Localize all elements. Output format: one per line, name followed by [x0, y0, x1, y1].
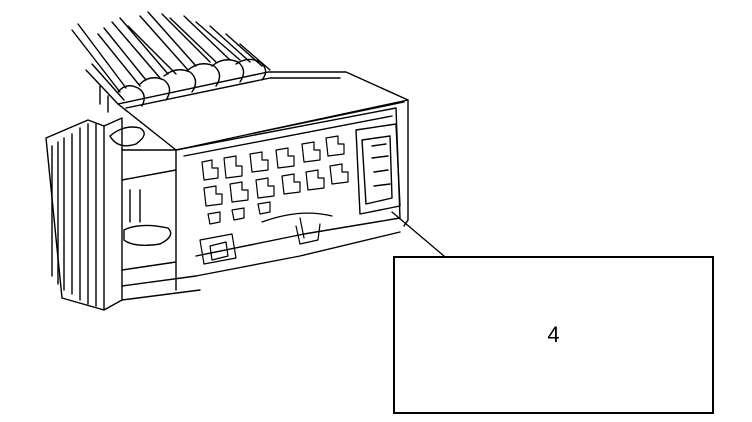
callout-box: 4	[393, 256, 714, 414]
wire-bundle	[71, 11, 271, 113]
connector-housing	[117, 71, 409, 291]
callout-label: 4	[547, 322, 560, 347]
terminal-cavities	[199, 135, 349, 265]
callout-leader-line	[391, 211, 445, 257]
rear-flange	[45, 117, 401, 311]
